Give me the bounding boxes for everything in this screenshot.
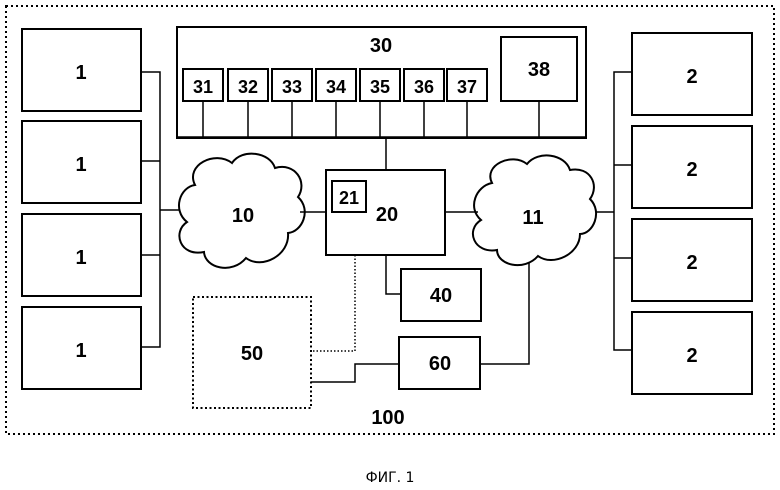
block-50: 50: [193, 297, 311, 408]
link-50-60: [311, 364, 399, 382]
block-60: 60: [399, 337, 480, 389]
left-units: 1 1 1 1: [22, 29, 141, 389]
left-unit-label: 1: [75, 62, 86, 84]
module-label: 33: [282, 77, 302, 97]
link-20-40: [386, 255, 401, 294]
block-40: 40: [401, 269, 481, 321]
right-unit-label: 2: [686, 252, 697, 274]
block-50-label: 50: [241, 343, 263, 365]
link-20-50: [311, 255, 355, 351]
left-unit-label: 1: [75, 247, 86, 269]
right-unit-label: 2: [686, 159, 697, 181]
link-60-11: [480, 262, 529, 364]
left-unit-label: 1: [75, 340, 86, 362]
module-label: 35: [370, 77, 390, 97]
server-20-label: 20: [376, 204, 398, 226]
right-units: 2 2 2 2: [632, 33, 752, 394]
sub-block-21-label: 21: [339, 188, 359, 208]
right-unit-label: 2: [686, 345, 697, 367]
network-10-cloud: 10: [179, 154, 305, 268]
block-30: 30 31 32 33 34 35 36 37 38: [177, 27, 586, 138]
left-unit-label: 1: [75, 154, 86, 176]
module-38-label: 38: [528, 59, 550, 81]
module-label: 32: [238, 77, 258, 97]
server-20: 21 20: [326, 170, 445, 255]
module-label: 36: [414, 77, 434, 97]
right-unit-label: 2: [686, 66, 697, 88]
block-40-label: 40: [430, 285, 452, 307]
module-label: 34: [326, 77, 346, 97]
block-30-label: 30: [370, 35, 392, 57]
block-60-label: 60: [429, 353, 451, 375]
module-label: 37: [457, 77, 477, 97]
system-label: 100: [371, 407, 404, 429]
figure-caption: ФИГ. 1: [366, 470, 415, 486]
network-11-label: 11: [522, 207, 543, 229]
network-11-cloud: 11: [473, 155, 596, 265]
module-label: 31: [193, 77, 213, 97]
network-10-label: 10: [232, 205, 254, 227]
